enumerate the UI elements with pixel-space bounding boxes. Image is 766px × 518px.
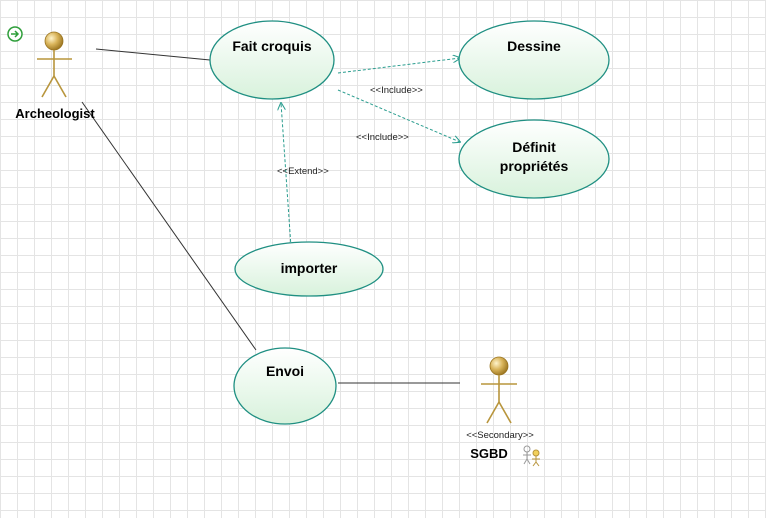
include-label: <<Include>>	[356, 132, 409, 143]
association-archeologist-envoi[interactable]	[81, 101, 257, 351]
use-case-label: Envoi	[266, 363, 304, 379]
actor-name: SGBD	[470, 446, 508, 461]
extend-arrow[interactable]	[281, 103, 292, 248]
actor-icon	[37, 31, 72, 98]
use-case-fait-croquis[interactable]: Fait croquis	[209, 20, 335, 100]
association-archeologist-fait-croquis[interactable]	[95, 48, 211, 61]
actor-sgbd[interactable]: <<Secondary>> SGBD	[466, 356, 540, 467]
use-case-label: Dessine	[507, 38, 561, 54]
actor-archeologist[interactable]: Archeologist	[15, 31, 95, 121]
actor-pair-icon	[523, 445, 540, 467]
use-case-label: Définit	[512, 139, 556, 155]
include-dessine-arrow[interactable]	[337, 58, 460, 74]
use-case-definit-proprietes[interactable]: Définit propriétés	[458, 119, 610, 199]
include-label: <<Include>>	[370, 85, 423, 96]
use-case-dessine[interactable]: Dessine	[458, 20, 610, 100]
actor-stereotype: <<Secondary>>	[466, 430, 534, 441]
actor-name: Archeologist	[15, 106, 95, 121]
include-definit-arrow[interactable]	[337, 89, 460, 142]
use-case-label: Fait croquis	[232, 38, 312, 54]
extend-label: <<Extend>>	[277, 166, 329, 177]
use-case-envoi[interactable]: Envoi	[233, 347, 337, 425]
actor-icon	[481, 356, 517, 424]
use-case-importer[interactable]: importer	[234, 241, 384, 297]
play-circle-icon[interactable]	[7, 26, 23, 42]
use-case-label: propriétés	[500, 158, 569, 174]
use-case-label: importer	[281, 260, 338, 276]
